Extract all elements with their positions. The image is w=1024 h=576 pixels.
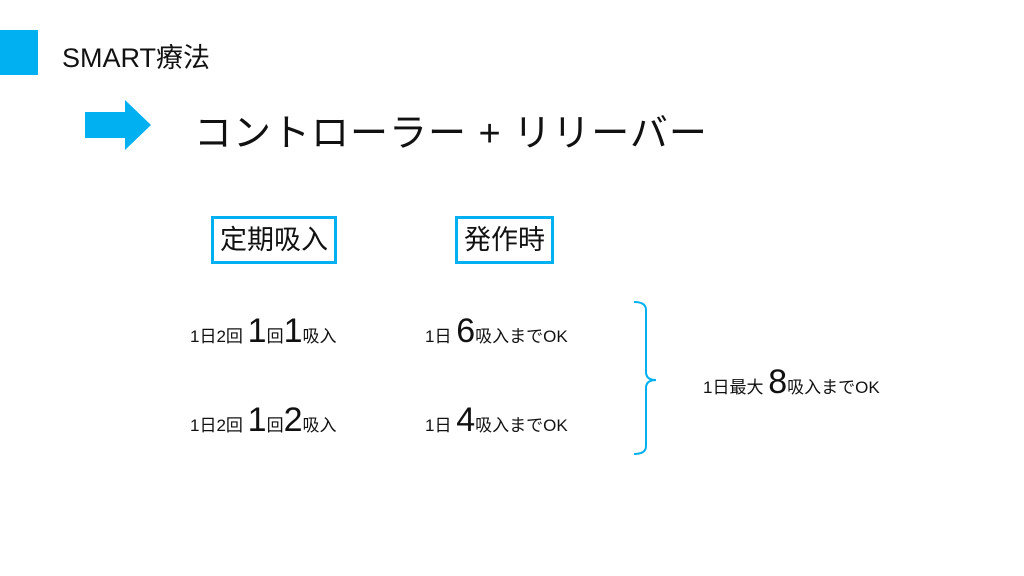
text: 1日2回 bbox=[190, 416, 248, 435]
number: 1 bbox=[247, 401, 267, 439]
slide-subtitle: コントローラー + リリーバー bbox=[194, 113, 708, 155]
text: 吸入 bbox=[302, 416, 337, 435]
text: 1日 bbox=[425, 327, 457, 346]
number: 6 bbox=[456, 312, 476, 350]
regular-inhalation-label: 定期吸入 bbox=[211, 216, 337, 264]
right-brace bbox=[633, 301, 657, 455]
slide-title: SMART療法 bbox=[62, 43, 211, 73]
text: 吸入までOK bbox=[787, 378, 880, 397]
attack-time-label: 発作時 bbox=[455, 216, 554, 264]
text: 回 bbox=[266, 416, 284, 435]
arrow-right-icon bbox=[85, 100, 151, 150]
text: 吸入 bbox=[302, 327, 337, 346]
number: 1 bbox=[247, 312, 267, 350]
text: 1日2回 bbox=[190, 327, 248, 346]
text: 回 bbox=[266, 327, 284, 346]
number: 1 bbox=[283, 312, 303, 350]
text: 1日 bbox=[425, 416, 457, 435]
text: 吸入までOK bbox=[475, 327, 568, 346]
number: 4 bbox=[456, 401, 476, 439]
row1-attack-dose: 1日 6吸入までOK bbox=[425, 311, 568, 357]
row1-regular-dose: 1日2回 1回1吸入 bbox=[190, 311, 336, 357]
text: 1日最大 bbox=[703, 378, 769, 397]
number: 8 bbox=[768, 363, 788, 401]
number: 2 bbox=[283, 401, 303, 439]
daily-max-dose: 1日最大 8吸入までOK bbox=[703, 362, 880, 408]
text: 吸入までOK bbox=[475, 416, 568, 435]
title-accent-bar bbox=[0, 30, 38, 75]
row2-attack-dose: 1日 4吸入までOK bbox=[425, 400, 568, 446]
row2-regular-dose: 1日2回 1回2吸入 bbox=[190, 400, 336, 446]
